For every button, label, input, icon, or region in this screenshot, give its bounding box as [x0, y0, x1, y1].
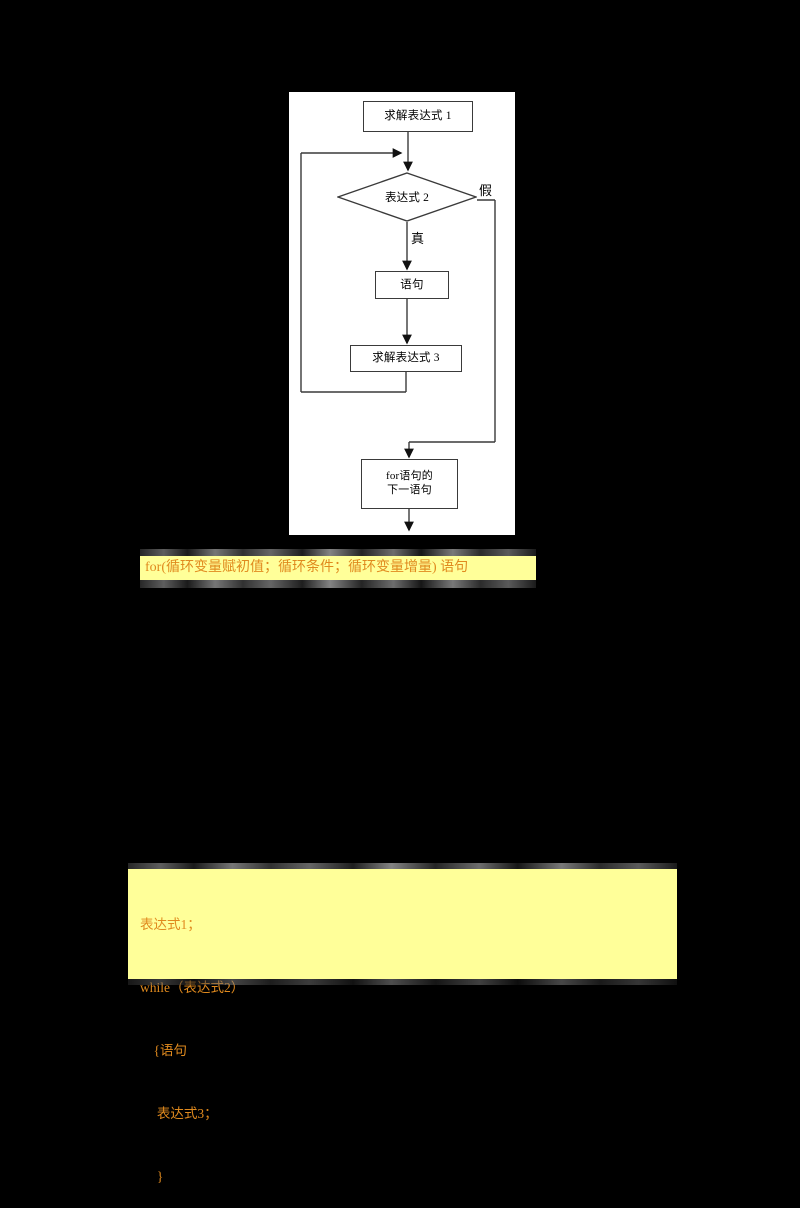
diamond-shape-icon — [337, 172, 477, 222]
code-line: 表达式3； — [140, 1106, 218, 1121]
scan-noise-band-top — [140, 549, 536, 556]
scan-noise-band-bottom — [140, 580, 536, 588]
code-line: 表达式1； — [140, 917, 201, 932]
flow-node-expr3: 求解表达式 3 — [350, 345, 462, 372]
scan-noise-band-code-top — [128, 863, 677, 870]
while-code-highlight: 表达式1； while（表达式2） {语句 表达式3； } — [128, 869, 677, 1184]
flowchart-connectors — [300, 132, 496, 532]
edge-label-true: 真 — [411, 231, 425, 246]
flow-node-condition: 表达式 2 — [337, 172, 477, 222]
flow-node-expr1: 求解表达式 1 — [363, 101, 473, 132]
flow-node-statement: 语句 — [375, 271, 449, 299]
code-line: {语句 — [140, 1043, 187, 1058]
flowchart-panel: 求解表达式 1 表达式 2 语句 求解表达式 3 for语句的 下一语句 假 真 — [289, 92, 515, 535]
for-syntax-highlight: for(循环变量赋初值；循环条件；循环变量增量) 语句 — [140, 556, 536, 580]
scan-noise-band-code-bottom — [128, 979, 677, 985]
edge-label-false: 假 — [479, 183, 493, 198]
flow-node-condition-label: 表达式 2 — [384, 192, 430, 204]
code-line: } — [140, 1169, 164, 1184]
flow-node-next-statement: for语句的 下一语句 — [361, 459, 458, 509]
